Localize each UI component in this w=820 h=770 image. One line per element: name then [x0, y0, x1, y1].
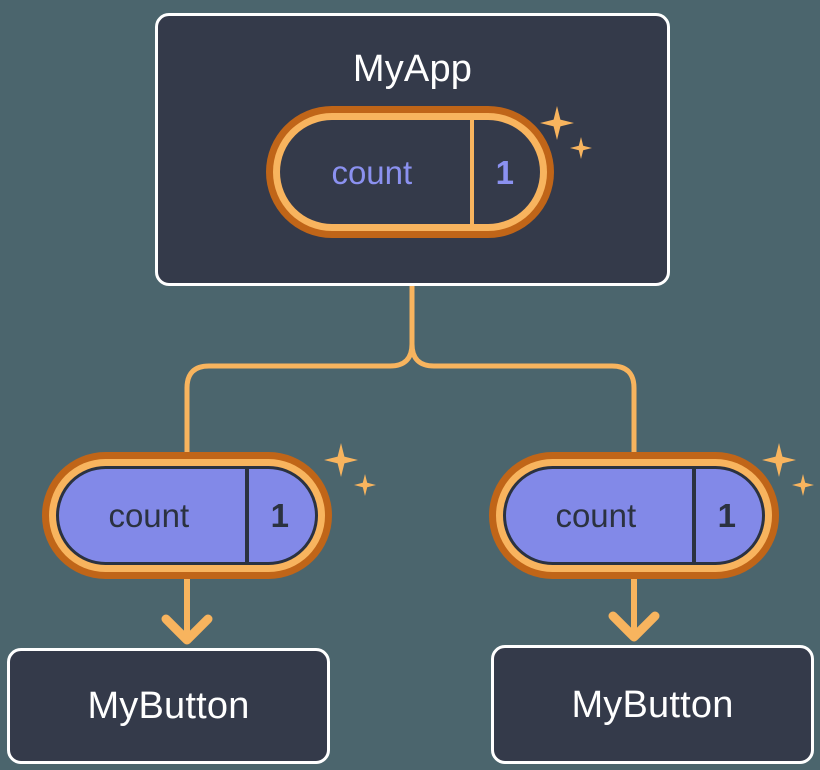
- connector-branch-right: [409, 341, 637, 455]
- component-title: MyButton: [87, 685, 250, 727]
- state-value: 1: [495, 153, 514, 191]
- state-pill-button-left[interactable]: count 1: [42, 452, 332, 579]
- state-pill-ring: count 1: [49, 459, 325, 572]
- arrow-down-icon-left: [161, 614, 213, 645]
- component-node-mybutton-left[interactable]: MyButton: [7, 648, 330, 764]
- arrow-down-icon-right: [608, 611, 660, 642]
- state-pill-button-right[interactable]: count 1: [489, 452, 779, 579]
- state-key: count: [108, 497, 190, 534]
- component-title: MyApp: [352, 48, 473, 90]
- state-pill-ring: count 1: [496, 459, 772, 572]
- component-node-mybutton-right[interactable]: MyButton: [491, 645, 814, 764]
- state-pill-divider: [691, 469, 696, 562]
- state-pill-myapp[interactable]: count 1: [266, 106, 554, 238]
- state-pill-body: count 1: [56, 466, 318, 565]
- state-pill-divider: [469, 120, 474, 224]
- state-pill-divider: [244, 469, 249, 562]
- state-key: count: [555, 497, 637, 534]
- state-key: count: [331, 153, 413, 191]
- state-pill-body: count 1: [503, 466, 765, 565]
- component-title: MyButton: [571, 683, 734, 726]
- state-value: 1: [717, 497, 736, 534]
- state-pill-ring: count 1: [273, 113, 547, 231]
- state-pill-body: count 1: [280, 120, 540, 224]
- connector-trunk: [184, 283, 415, 455]
- state-value: 1: [270, 497, 289, 534]
